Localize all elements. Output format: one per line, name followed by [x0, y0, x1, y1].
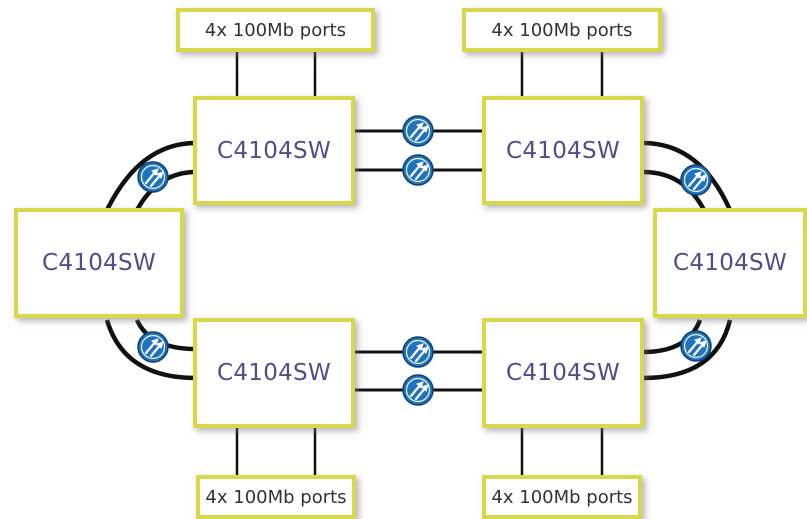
port-connectors	[235, 50, 604, 476]
port-group-top-right: 4x 100Mb ports	[462, 8, 662, 52]
port-group-label: 4x 100Mb ports	[205, 486, 347, 508]
switch-bottom-right: C4104SW	[482, 318, 644, 428]
switch-bottom-left: C4104SW	[193, 318, 355, 428]
switch-top-left: C4104SW	[193, 96, 355, 205]
switch-label: C4104SW	[672, 250, 788, 276]
switch-label: C4104SW	[41, 250, 157, 276]
switch-label: C4104SW	[216, 137, 332, 164]
port-group-top-left: 4x 100Mb ports	[176, 8, 375, 52]
port-group-bottom-right: 4x 100Mb ports	[482, 475, 642, 519]
switch-right: C4104SW	[653, 208, 807, 318]
port-group-label: 4x 100Mb ports	[491, 19, 633, 41]
switch-label: C4104SW	[505, 360, 621, 386]
switch-label: C4104SW	[216, 360, 332, 386]
horizontal-links	[353, 129, 485, 392]
port-group-label: 4x 100Mb ports	[204, 19, 347, 41]
switch-top-right: C4104SW	[482, 96, 644, 205]
switch-label: C4104SW	[505, 137, 621, 164]
port-group-label: 4x 100Mb ports	[491, 486, 633, 508]
port-group-bottom-left: 4x 100Mb ports	[196, 475, 356, 519]
switch-left: C4104SW	[14, 208, 184, 318]
